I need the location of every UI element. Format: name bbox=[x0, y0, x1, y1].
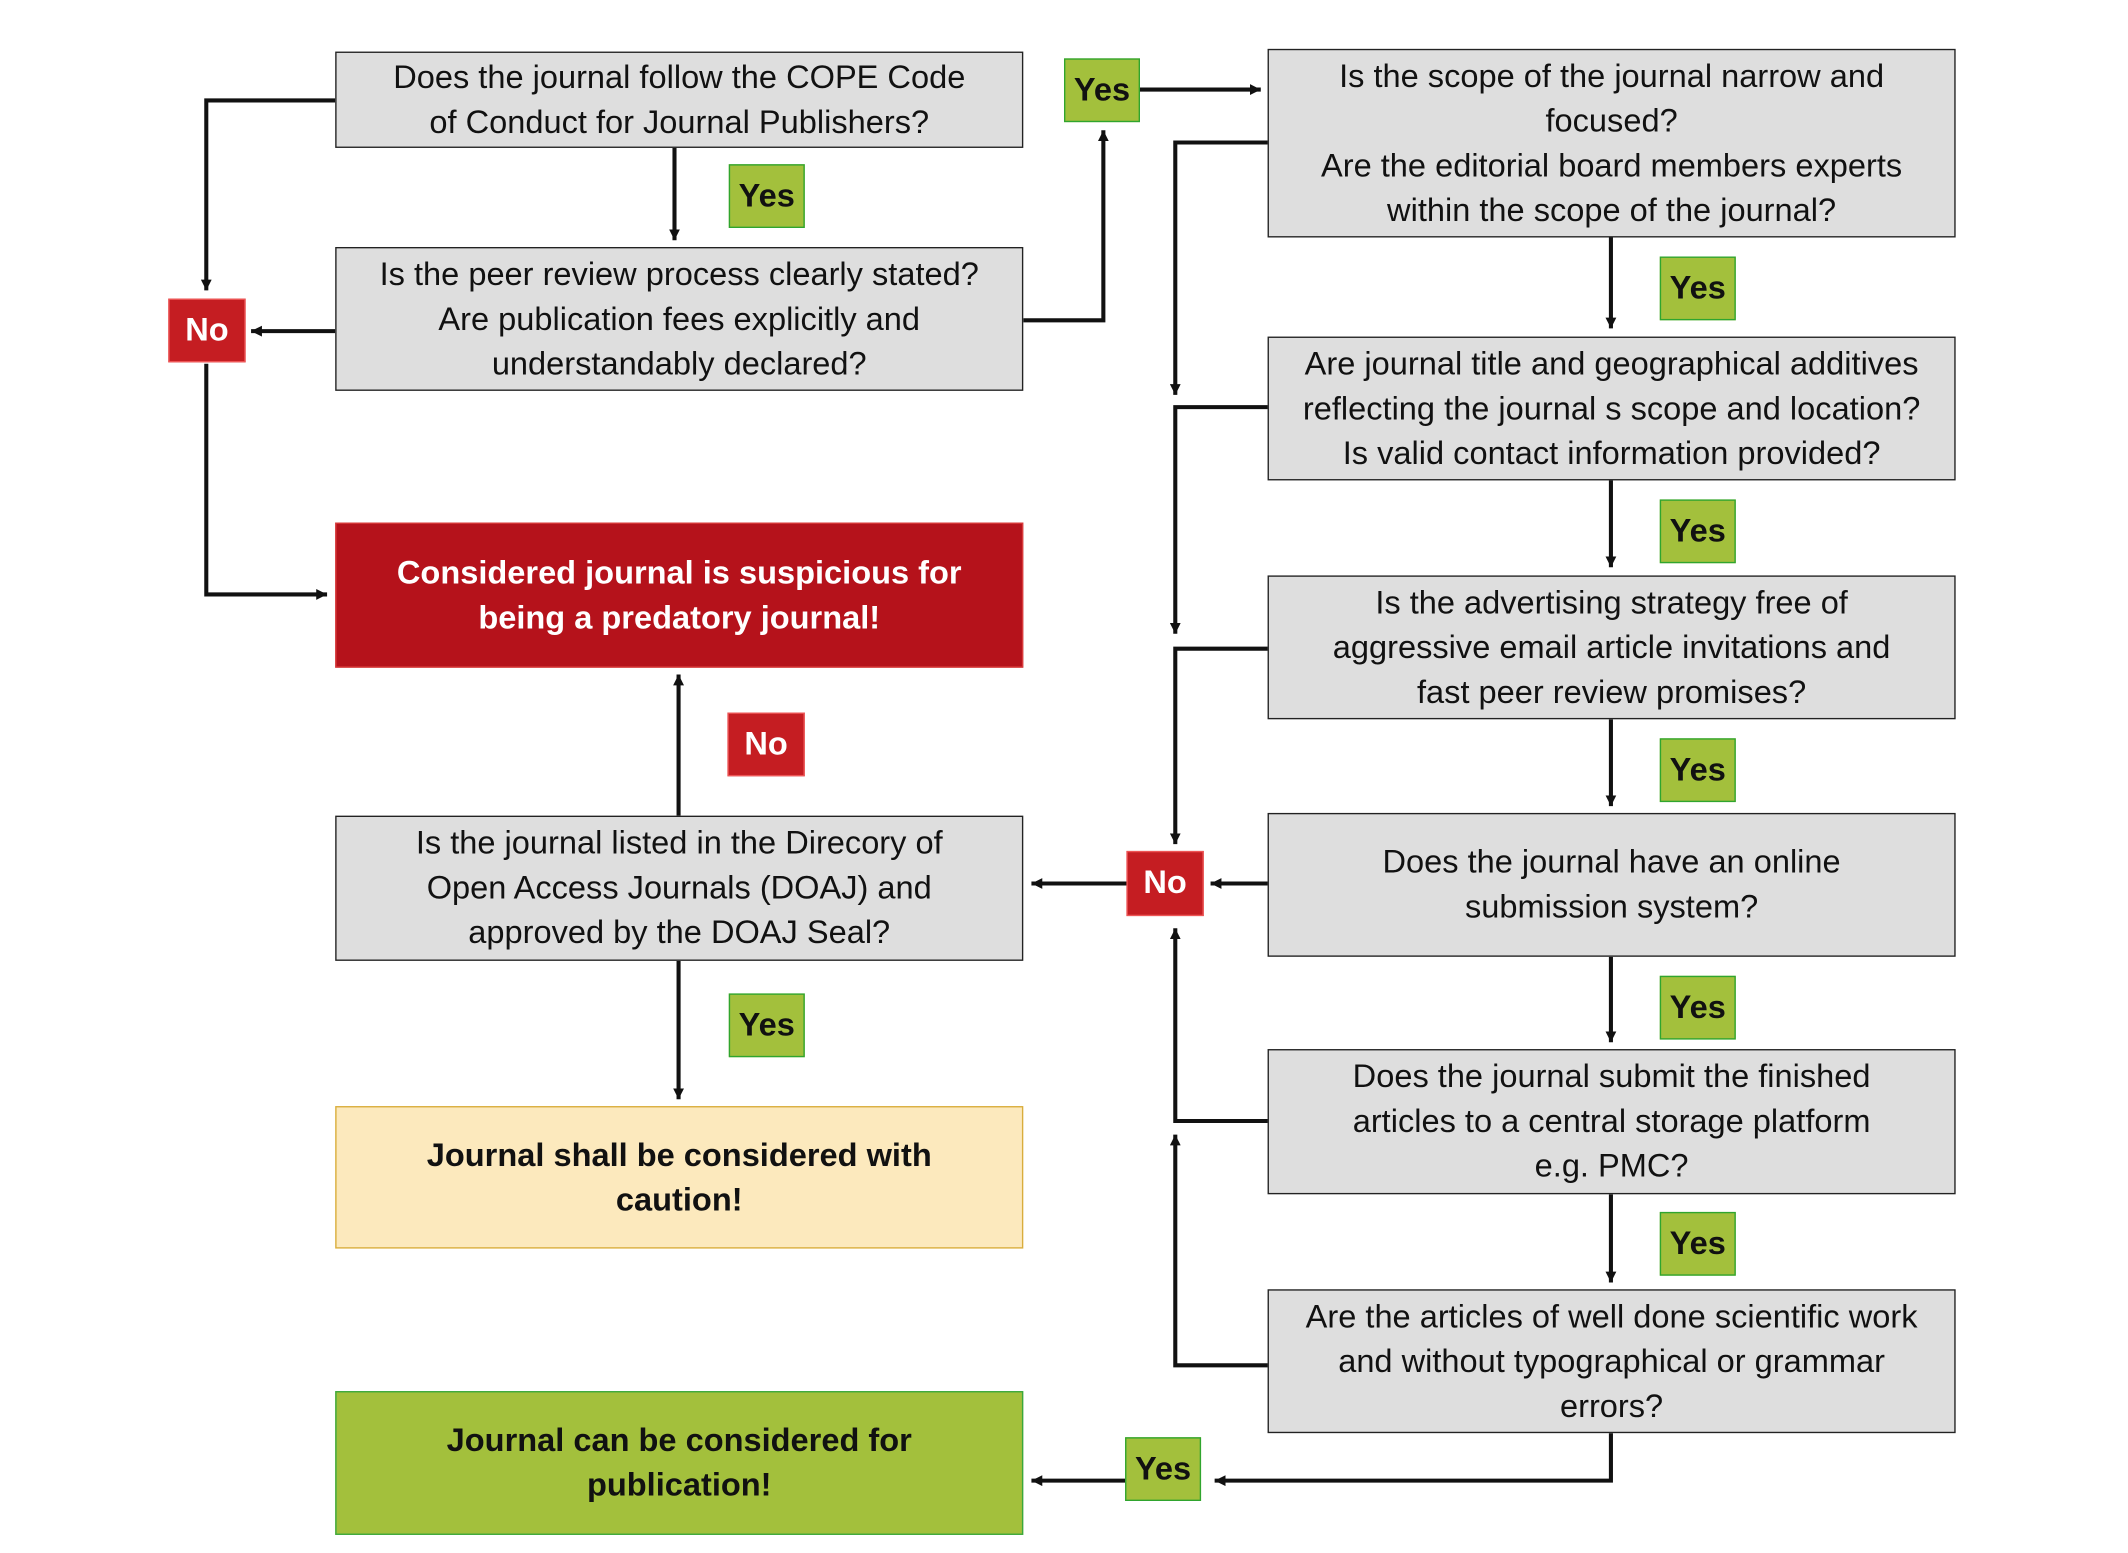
publication-result-box: Journal can be considered for publicatio… bbox=[335, 1391, 1024, 1535]
yes-label-title-geo: Yes bbox=[1659, 499, 1736, 564]
publication-result-text: Journal can be considered for publicatio… bbox=[446, 1422, 912, 1504]
yes-label-cope: Yes bbox=[728, 164, 805, 228]
connector-title-to-no bbox=[1169, 405, 1268, 634]
title-geo-question-box: Are journal title and geographical addit… bbox=[1267, 336, 1956, 481]
quality-question-text: Are the articles of well done scientific… bbox=[1305, 1298, 1918, 1425]
storage-question-text: Does the journal submit the finished art… bbox=[1352, 1058, 1871, 1185]
yes-label-peer: Yes bbox=[1063, 58, 1140, 123]
yes-label-quality: Yes bbox=[1125, 1437, 1202, 1501]
connector-no-to-suspicious bbox=[204, 363, 328, 600]
no-label-right: No bbox=[1126, 850, 1204, 917]
suspicious-result-box: Considered journal is suspicious for bei… bbox=[335, 522, 1024, 668]
caution-result-box: Journal shall be considered with caution… bbox=[335, 1106, 1024, 1249]
yes-label-advertising: Yes bbox=[1659, 738, 1736, 803]
scope-question-box: Is the scope of the journal narrow and f… bbox=[1267, 48, 1956, 238]
yes-label-scope: Yes bbox=[1659, 256, 1736, 321]
online-submission-question-box: Does the journal have an online submissi… bbox=[1267, 812, 1956, 957]
advertising-question-box: Is the advertising strategy free of aggr… bbox=[1267, 575, 1956, 720]
yes-label-doaj: Yes bbox=[728, 993, 805, 1058]
connector-scope-to-no bbox=[1169, 140, 1268, 395]
connector-storage-to-no bbox=[1169, 928, 1268, 1124]
cope-question-box: Does the journal follow the COPE Code of… bbox=[335, 51, 1024, 148]
cope-question-text: Does the journal follow the COPE Code of… bbox=[393, 59, 966, 141]
yes-label-online: Yes bbox=[1659, 975, 1736, 1040]
advertising-question-text: Is the advertising strategy free of aggr… bbox=[1332, 584, 1891, 711]
no-label-doaj: No bbox=[727, 712, 805, 777]
no-label-left: No bbox=[168, 298, 246, 363]
scope-question-text: Is the scope of the journal narrow and f… bbox=[1321, 57, 1903, 229]
connector-advertising-to-no bbox=[1169, 646, 1268, 845]
storage-question-box: Does the journal submit the finished art… bbox=[1267, 1049, 1956, 1195]
peer-review-question-text: Is the peer review process clearly state… bbox=[379, 255, 979, 383]
online-submission-question-text: Does the journal have an online submissi… bbox=[1382, 844, 1841, 926]
connector-cope-to-no bbox=[200, 98, 336, 291]
title-geo-question-text: Are journal title and geographical addit… bbox=[1302, 345, 1921, 472]
suspicious-result-text: Considered journal is suspicious for bei… bbox=[396, 554, 962, 636]
quality-question-box: Are the articles of well done scientific… bbox=[1267, 1289, 1956, 1434]
yes-label-storage: Yes bbox=[1659, 1211, 1736, 1276]
doaj-question-box: Is the journal listed in the Direcory of… bbox=[335, 815, 1024, 961]
caution-result-text: Journal shall be considered with caution… bbox=[426, 1136, 932, 1219]
connector-quality-to-publication bbox=[1214, 1433, 1613, 1487]
connector-quality-to-no bbox=[1169, 1134, 1268, 1368]
peer-review-question-box: Is the peer review process clearly state… bbox=[335, 246, 1024, 391]
connector-peer-to-scope-yes bbox=[1023, 130, 1109, 323]
doaj-question-text: Is the journal listed in the Direcory of… bbox=[415, 825, 943, 952]
